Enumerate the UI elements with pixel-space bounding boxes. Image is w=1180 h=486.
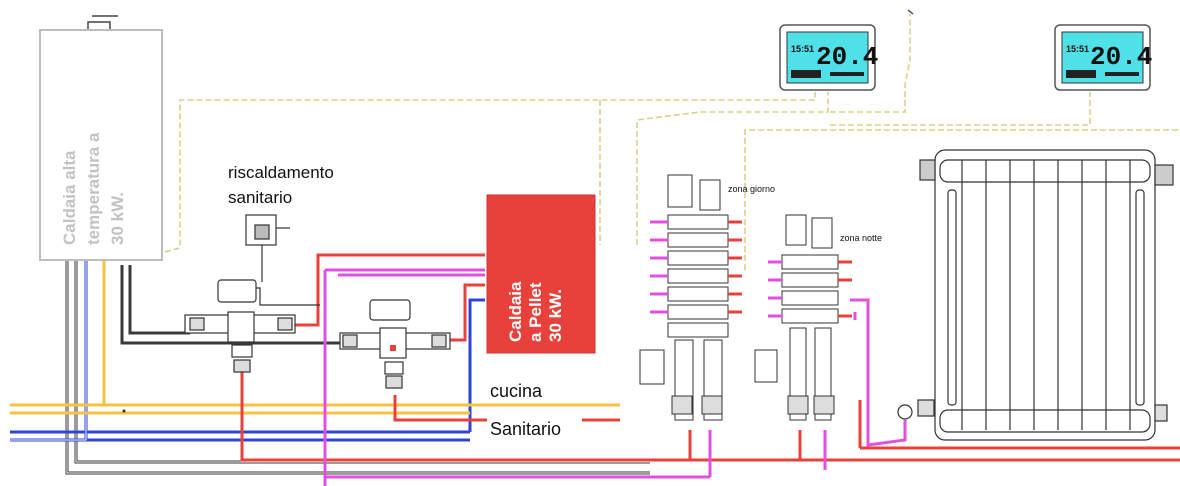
manifold-night-pink-stubs xyxy=(768,260,782,318)
antenna-icon xyxy=(907,9,914,15)
heating-label-line-2: sanitario xyxy=(228,188,292,207)
dark-return-pipes-inner xyxy=(66,260,650,474)
thermostat-1-time: 15:51 xyxy=(791,44,814,54)
pellet-label-line-1: Caldaia xyxy=(506,281,525,342)
heating-label-line-1: riscaldamento xyxy=(228,163,334,182)
manifold-day-pink-stubs xyxy=(650,220,668,314)
manifold-night-red-stubs xyxy=(838,260,852,318)
zone-day-label: zona giorno xyxy=(728,184,775,194)
thermostat-2-temp: 20.4 xyxy=(1090,42,1152,72)
control-valve-dhw xyxy=(245,214,290,282)
manifold-day-zone xyxy=(639,174,729,421)
kitchen-label: cucina xyxy=(490,381,543,401)
svg-text:Caldaia alta temperatura: Caldaia alta temperatura a 30 kW. xyxy=(60,128,127,245)
thermostat-2: 15:51 20.4 xyxy=(1054,24,1152,91)
mixing-valve-right xyxy=(339,299,451,389)
control-wiring xyxy=(164,14,1180,270)
boiler-label-line-1: Caldaia alta xyxy=(60,150,79,245)
pink-pipes xyxy=(323,268,907,486)
pellet-label-line-3: 30 kW. xyxy=(546,289,565,342)
pellet-label-line-2: a Pellet xyxy=(526,282,545,342)
sanitary-label: Sanitario xyxy=(490,419,561,439)
high-temp-boiler: Caldaia alta temperatura a 30 kW. xyxy=(39,15,163,261)
thermostat-1-temp: 20.4 xyxy=(816,42,878,72)
radiator xyxy=(897,149,1174,441)
svg-text:Caldaia a Pellet 3: Caldaia a Pellet 30 kW. xyxy=(506,277,565,342)
marker-dot xyxy=(122,409,126,413)
dhw-pipes xyxy=(10,260,620,415)
manifold-day-red-stubs xyxy=(728,220,742,314)
manifold-day-rows xyxy=(667,214,729,338)
thermostat-1: 15:51 20.4 xyxy=(779,24,878,91)
mixing-valve-left xyxy=(184,279,320,373)
cold-pipe-core xyxy=(10,260,87,441)
boiler-label-line-3: 30 kW. xyxy=(108,192,127,245)
heating-dhw-label: riscaldamento sanitario xyxy=(228,163,339,207)
manifold-night-zone xyxy=(754,214,839,421)
pellet-boiler: Caldaia a Pellet 30 kW. xyxy=(486,194,596,354)
thermostat-2-time: 15:51 xyxy=(1066,44,1089,54)
sanitary-label-bg xyxy=(487,418,582,438)
boiler-label-line-2: temperatura a xyxy=(84,132,103,245)
zone-night-label: zona notte xyxy=(840,233,882,243)
